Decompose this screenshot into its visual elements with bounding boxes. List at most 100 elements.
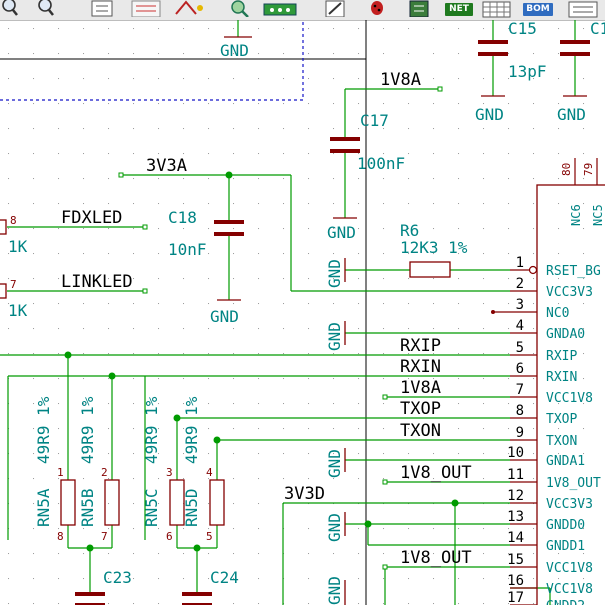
gnd-label: GND	[325, 449, 344, 478]
ic-pin-name: TXOP	[546, 412, 577, 427]
c18-value: 10nF	[168, 240, 207, 259]
ic-pin-number: 14	[507, 530, 524, 546]
r-fdx-pin: 8	[10, 214, 17, 227]
grid-icon[interactable]	[482, 1, 512, 18]
toolbar: NET BOM	[0, 0, 605, 21]
rn5b-pin-bottom: 7	[101, 530, 108, 543]
zoom-out-icon[interactable]	[38, 0, 54, 16]
c15-value: 13pF	[508, 62, 547, 81]
sheet-frame	[0, 20, 367, 605]
rn5a-pin-bottom: 8	[57, 530, 64, 543]
ic-pin-number: 6	[516, 361, 524, 377]
c18-ref: C18	[168, 208, 197, 227]
ic-top-pin-name: NC6	[569, 204, 583, 226]
rn5b-ref: RN5B	[78, 488, 97, 527]
c16-symbol[interactable]	[560, 40, 590, 56]
ic-pin-number: 8	[516, 403, 524, 419]
rn5d-ref: RN5D	[182, 488, 201, 527]
netlist-icon[interactable]: NET	[445, 3, 473, 16]
ic-pin-name-column: RSET_BGVCC3V3NC0GNDA0RXIPRXINVCC1V8TXOPT…	[546, 264, 601, 605]
ic-pin-number: 13	[507, 509, 524, 525]
rn5b-symbol[interactable]	[104, 479, 120, 526]
power-label-3v3d: 3V3D	[284, 484, 325, 504]
c23-symbol[interactable]	[75, 592, 105, 605]
rn5c-ref: RN5C	[142, 488, 161, 527]
gnd-labels: GND GND GND GND GND GND GND GND GND GND	[210, 41, 586, 605]
print-icon[interactable]	[131, 0, 161, 17]
hierarchy-icon[interactable]	[91, 0, 113, 17]
gnd-label: GND	[325, 259, 344, 288]
rn5a-pin-top: 1	[57, 466, 64, 479]
ic-pin-name: 1V8_OUT	[546, 476, 601, 491]
rn5c-pin-top: 3	[166, 466, 173, 479]
r-fdx-symbol[interactable]	[0, 219, 7, 235]
ic-pin-name: GNDD0	[546, 518, 585, 533]
ic-pin-number: 15	[507, 552, 524, 568]
gnd-label: GND	[325, 576, 344, 605]
junctions	[64, 171, 459, 552]
wire-end-markers	[118, 86, 443, 570]
net-label-rxip: RXIP	[400, 336, 441, 356]
ic-pin-name: VCC1V8	[546, 391, 593, 406]
net-label-1v8a: 1V8A	[400, 378, 441, 398]
zoom-in-icon[interactable]	[2, 0, 18, 16]
c18-symbol[interactable]	[214, 220, 244, 236]
annotate-icon[interactable]	[175, 0, 203, 15]
hierarchical-sheet-border[interactable]	[0, 20, 304, 101]
r-fdx-value: 1K	[8, 237, 28, 256]
net-label-1v8-out: 1V8_OUT	[400, 463, 472, 483]
gnd-label: GND	[475, 105, 504, 124]
ic-pin-number: 12	[507, 488, 524, 504]
bom-icon[interactable]: BOM	[523, 3, 553, 16]
ic-top-pin-number: 80	[560, 163, 573, 176]
r-link-value: 1K	[8, 301, 28, 320]
library-browser-icon[interactable]	[263, 3, 297, 16]
ic-pin-name: VCC1V8	[546, 561, 593, 576]
rn5a-ref: RN5A	[34, 488, 53, 527]
ic-pin-name: VCC1V8	[546, 582, 593, 597]
ic-pin-number: 17	[507, 590, 524, 605]
r-link-pin: 7	[10, 278, 17, 291]
ic-pin-number: 2	[516, 276, 524, 292]
ic-pin-name: VCC3V3	[546, 497, 593, 512]
net-labels: 1V8A 3V3A FDXLED LINKLED RXIP RXIN 1V8A …	[61, 70, 472, 568]
ic-pin-name: NC0	[546, 306, 569, 321]
text-editor-icon[interactable]	[325, 0, 345, 17]
ic-pin-name: RXIP	[546, 349, 577, 364]
rn5c-symbol[interactable]	[169, 479, 185, 526]
c15-symbol[interactable]	[478, 40, 508, 56]
rn5d-pin-top: 4	[206, 466, 213, 479]
r6-ref: R6	[400, 221, 419, 240]
ic-top-pin-names: NC6 NC5	[569, 204, 605, 226]
power-label-3v3a: 3V3A	[146, 156, 187, 176]
r-link-symbol[interactable]	[0, 283, 7, 299]
rn5a-symbol[interactable]	[60, 479, 76, 526]
net-label-txop: TXOP	[400, 399, 441, 419]
ic-pin-number: 7	[516, 382, 524, 398]
chip-icon[interactable]	[409, 0, 429, 17]
gnd-label: GND	[325, 322, 344, 351]
rn5d-symbol[interactable]	[209, 479, 225, 526]
ic-pin-number: 10	[507, 445, 524, 461]
gnd-symbols	[217, 36, 587, 605]
c17-symbol[interactable]	[330, 137, 360, 153]
ic-pin-name: GNDD1	[546, 539, 585, 554]
net-label-rxin: RXIN	[400, 357, 441, 377]
c24-symbol[interactable]	[182, 592, 212, 605]
cvpcb-icon[interactable]	[568, 1, 605, 18]
bug-icon[interactable]	[371, 1, 383, 15]
ic-pin-name: RXIN	[546, 370, 577, 385]
schematic-canvas[interactable]: GND GND GND GND GND GND GND GND GND GND	[0, 20, 605, 605]
ic-pin-number: 5	[516, 340, 524, 356]
erc-icon[interactable]	[231, 0, 249, 17]
ic-pin-number: 4	[516, 318, 524, 334]
ic-pin-name: GNDA1	[546, 454, 585, 469]
ic-pin-name: RSET_BG	[546, 264, 601, 279]
r6-symbol[interactable]	[409, 261, 451, 278]
c17-ref: C17	[360, 111, 389, 130]
phy-ic[interactable]	[491, 158, 605, 605]
resistor-bodies	[0, 219, 451, 526]
c15-ref: C15	[508, 20, 537, 38]
